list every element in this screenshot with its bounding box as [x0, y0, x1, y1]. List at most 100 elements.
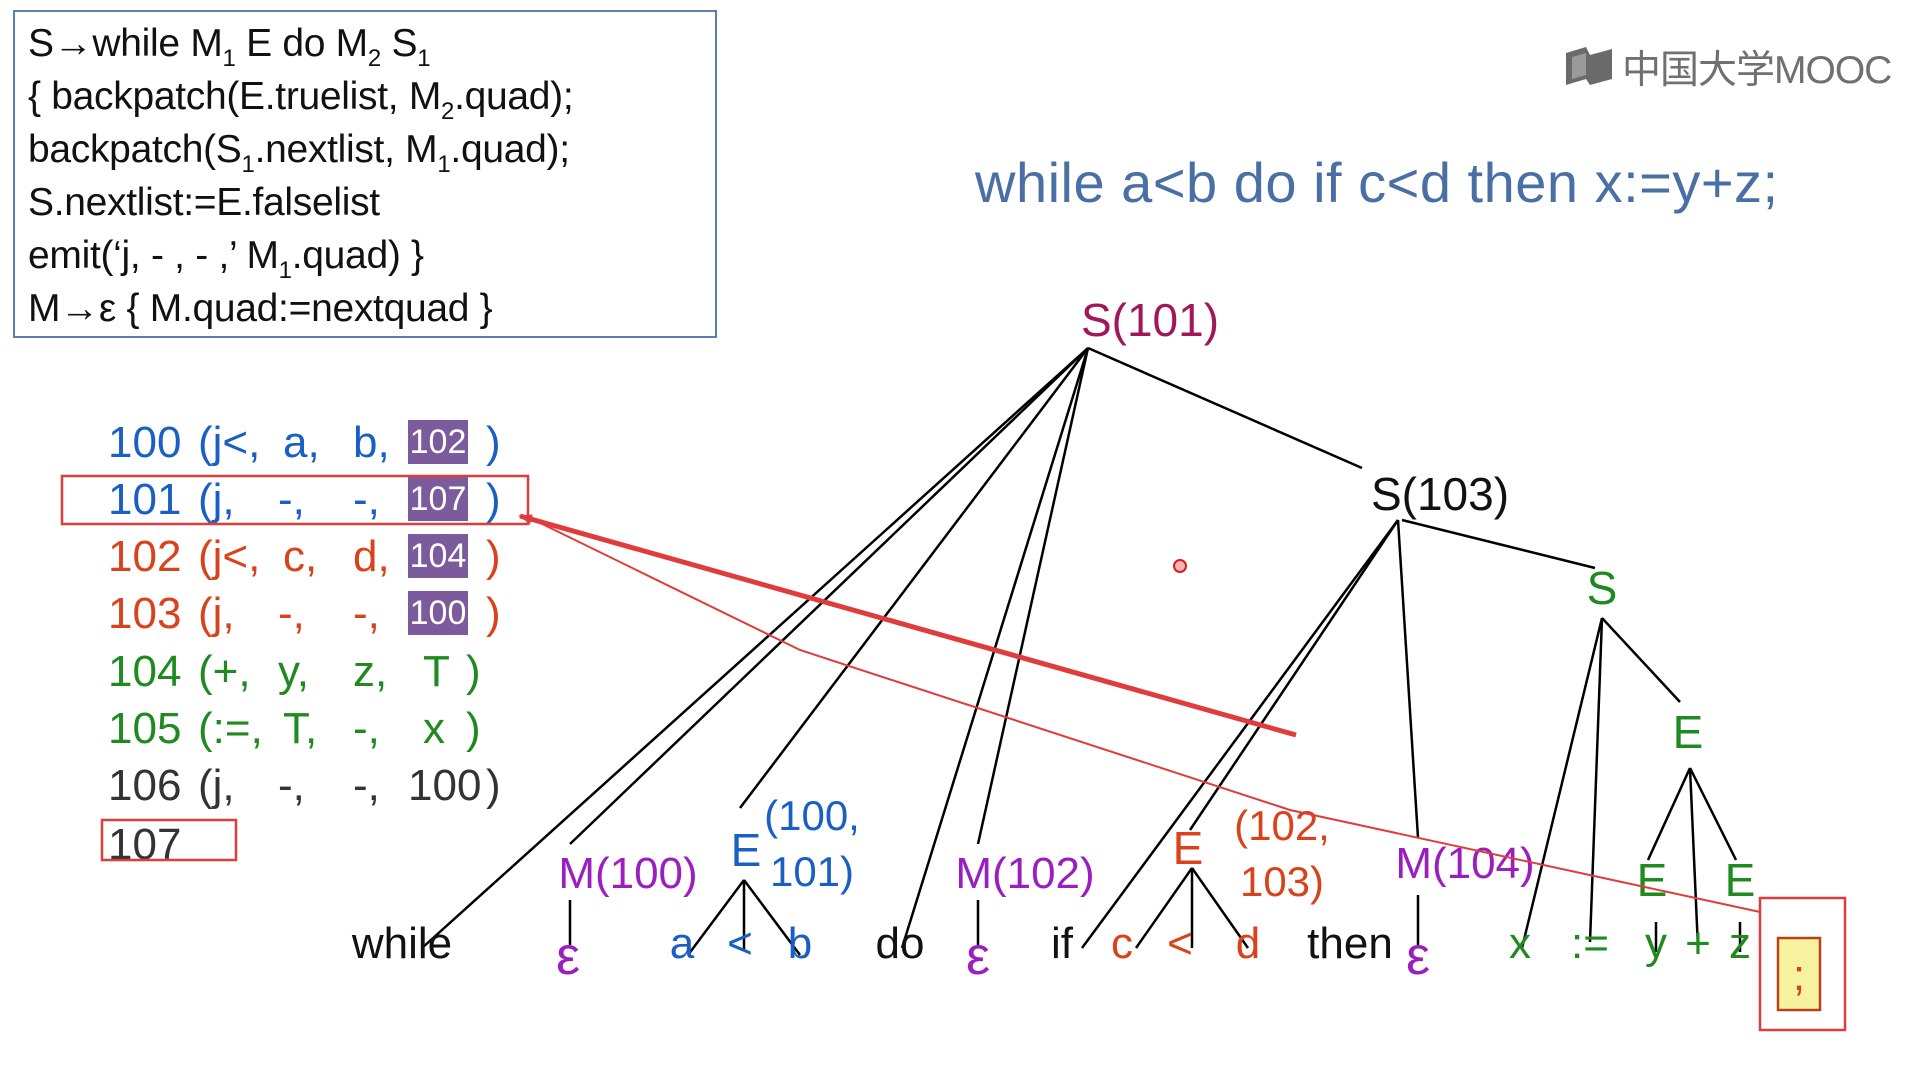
- jump-target-box: 107: [408, 477, 468, 521]
- tree-edge: [1646, 767, 1692, 861]
- logo-text: 中国大学MOOC: [1622, 49, 1892, 92]
- leaf-c: c: [1111, 919, 1133, 968]
- arg1: T,: [283, 704, 318, 753]
- arg1: -,: [278, 475, 305, 524]
- arg2: -,: [353, 475, 380, 524]
- leaf-semicolon: ;: [1793, 951, 1805, 1000]
- operator: (j,: [198, 761, 235, 810]
- node-e1: E: [731, 824, 762, 876]
- leaf-z: z: [1729, 919, 1751, 968]
- node-e-y: E: [1637, 854, 1668, 906]
- line-107-highlight: [100, 818, 238, 862]
- operator: (+,: [198, 647, 251, 696]
- tree-edge: [1601, 617, 1681, 703]
- line-number: 101: [108, 475, 182, 524]
- jump-target-box: 102: [408, 420, 468, 464]
- node-s101: S(101): [1081, 294, 1219, 346]
- node-m102: M(102): [955, 849, 1094, 898]
- semicolon-highlight-outer: [1758, 896, 1847, 1032]
- rule-text: .quad);: [454, 75, 574, 118]
- subscript: 2: [441, 98, 455, 125]
- result-field: x: [423, 704, 445, 753]
- arg1: c,: [283, 532, 318, 581]
- line-number: 104: [108, 647, 182, 696]
- tree-edge: [1134, 867, 1194, 949]
- rule-line-3: backpatch(S1.nextlist, M1.quad);: [28, 128, 570, 178]
- node-e1-attr1: (100,: [764, 792, 860, 839]
- operator: (j,: [198, 475, 235, 524]
- node-e1-attr2: 101): [770, 848, 854, 895]
- close-paren: ): [486, 589, 501, 638]
- leaf-plus: +: [1685, 919, 1711, 968]
- leaf-y: y: [1645, 919, 1667, 968]
- arg2: -,: [353, 589, 380, 638]
- rule-text: .nextlist, M: [254, 128, 438, 171]
- node-s103: S(103): [1371, 468, 1509, 520]
- result-field: 100: [408, 761, 482, 810]
- rule-line-1: S→while M1 E do M2 S1: [28, 22, 431, 72]
- close-paren: ): [466, 647, 481, 696]
- rule-line-5: emit(‘j, - , - ,’ M1.quad) }: [28, 234, 424, 284]
- backpatch-arrow: [518, 513, 1297, 738]
- leaf-a: a: [670, 919, 695, 968]
- close-paren: ): [486, 761, 501, 810]
- tree-edge: [421, 347, 1089, 949]
- rule-line-2: { backpatch(E.truelist, M2.quad);: [28, 75, 574, 125]
- arg1: a,: [283, 418, 320, 467]
- node-e2-attr1: (102,: [1234, 802, 1330, 849]
- operator: (j<,: [198, 532, 261, 581]
- semicolon-highlight-inner: [1776, 936, 1822, 1012]
- leaf-d: d: [1236, 919, 1260, 968]
- source-sentence: while a<b do if c<d then x:=y+z;: [975, 151, 1779, 214]
- arg2: -,: [353, 761, 380, 810]
- rule-text: S.nextlist:=E.falselist: [28, 181, 380, 224]
- pointer-dot: [1173, 559, 1187, 573]
- close-paren: ): [486, 418, 501, 467]
- node-m104: M(104): [1395, 839, 1534, 888]
- leaf-do: do: [876, 919, 925, 968]
- leaf-if: if: [1051, 919, 1074, 968]
- jump-target-box: 104: [408, 534, 468, 578]
- line-number: 102: [108, 532, 182, 581]
- operator: (j,: [198, 589, 235, 638]
- leaf-less-than: <: [1167, 919, 1193, 968]
- line-number: 103: [108, 589, 182, 638]
- tree-edge: [1190, 867, 1250, 949]
- line-number: 106: [108, 761, 182, 810]
- node-s-inner: S: [1587, 562, 1618, 614]
- tree-edge: [1396, 519, 1420, 839]
- arg1: -,: [278, 761, 305, 810]
- result-field: T: [423, 647, 450, 696]
- rule-text: backpatch(S: [28, 128, 242, 171]
- tree-edge: [1087, 346, 1363, 470]
- tree-edge: [1401, 518, 1596, 570]
- tree-edge: [742, 879, 802, 956]
- line-101-highlight: [60, 474, 530, 526]
- subscript: 1: [241, 151, 255, 178]
- leaf-x: x: [1509, 919, 1531, 968]
- leaf-epsilon: ε: [966, 926, 990, 986]
- subscript: 1: [278, 257, 292, 284]
- leaf-b: b: [788, 919, 812, 968]
- book-icon: [1566, 47, 1612, 85]
- subscript: 1: [417, 45, 431, 72]
- semantic-rules-box: S→while M1 E do M2 S1 { backpatch(E.true…: [13, 10, 717, 338]
- close-paren: ): [466, 704, 481, 753]
- rule-text: E do M: [235, 22, 368, 65]
- tree-edge: [1688, 767, 1700, 949]
- rule-text: .quad);: [450, 128, 570, 171]
- line-number: 100: [108, 418, 182, 467]
- arg1: -,: [278, 589, 305, 638]
- close-paren: ): [486, 532, 501, 581]
- tree-edge: [1588, 617, 1604, 943]
- leaf-assign: :=: [1571, 919, 1609, 968]
- node-e2-attr2: 103): [1240, 858, 1324, 905]
- subscript: 1: [437, 151, 451, 178]
- tree-edge: [569, 347, 1089, 845]
- jump-target-box: 100: [408, 591, 468, 635]
- tree-edge: [1080, 519, 1400, 949]
- arg2: z,: [353, 647, 388, 696]
- node-e-z: E: [1725, 854, 1756, 906]
- arg2: d,: [353, 532, 390, 581]
- node-e-assign: E: [1673, 706, 1704, 758]
